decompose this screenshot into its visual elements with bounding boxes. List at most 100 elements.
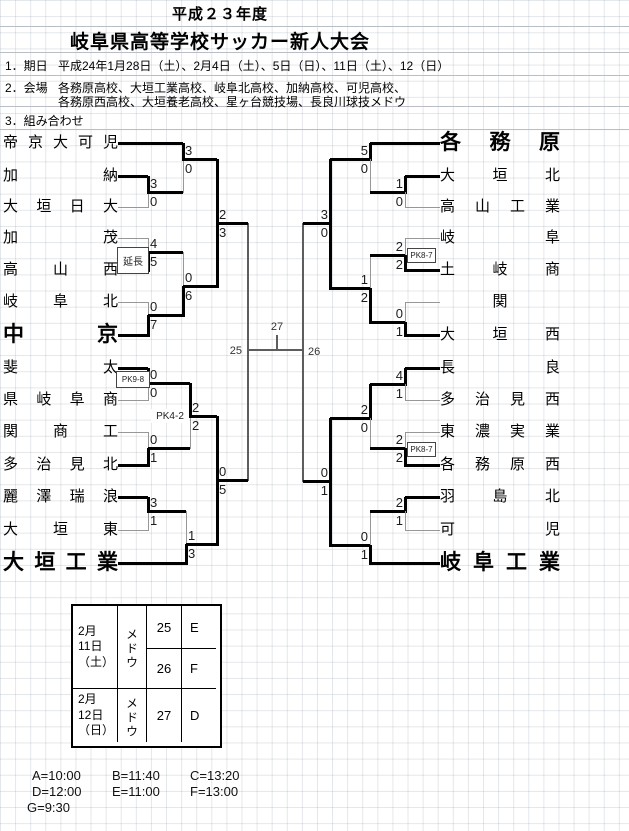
team-name: 関 <box>440 292 560 312</box>
match-score-top: 0 <box>150 299 158 314</box>
bracket-line <box>148 447 190 450</box>
info-item2-text-line1: 各務原高校、大垣工業高校、岐阜北高校、加納高校、可児高校、 <box>58 81 407 95</box>
team-name-char: 業 <box>544 198 560 215</box>
team-name-char: 商 <box>102 391 118 408</box>
team-name-char: 多 <box>440 391 456 408</box>
team-name-char: 見 <box>509 391 525 408</box>
team-name: 土岐商 <box>440 260 560 280</box>
team-name-char: 見 <box>69 456 85 473</box>
header-separator <box>0 129 629 130</box>
bracket-line <box>303 222 330 225</box>
bracket-line <box>247 223 249 481</box>
match-score-top: 0 <box>219 464 227 479</box>
bracket-line <box>148 191 183 194</box>
team-name-char: 澤 <box>36 488 52 505</box>
team-name-char: 岐 <box>36 391 52 408</box>
match-score-bottom: 5 <box>219 482 227 497</box>
bracket-line <box>405 464 440 467</box>
bracket-line <box>148 383 149 401</box>
team-name-char: 治 <box>474 391 490 408</box>
team-name-char: 加 <box>3 167 19 184</box>
bracket-line <box>118 562 186 565</box>
match-number-final: 27 <box>270 321 284 333</box>
team-name: 大垣東 <box>3 520 118 540</box>
team-name-char: 日 <box>69 198 85 215</box>
bracket-line <box>405 511 406 531</box>
team-name-char: 北 <box>102 293 118 310</box>
team-name: 中京 <box>3 323 118 347</box>
match-score-bottom: 0 <box>395 194 403 209</box>
match-note: PK8-7 <box>407 248 436 263</box>
bracket-line <box>330 158 370 161</box>
team-name-char: 加 <box>3 229 19 246</box>
team-name: 高山西 <box>3 260 118 280</box>
bracket-line <box>182 286 185 317</box>
team-name: 多治見西 <box>440 390 560 410</box>
schedule-venue-2: メドウ <box>117 688 146 742</box>
team-name-char: 大 <box>102 198 118 215</box>
bracket-line <box>330 287 370 290</box>
bracket-line <box>183 158 217 161</box>
bracket-line <box>405 302 440 303</box>
team-name-char: 原 <box>539 131 560 154</box>
team-name-char: 北 <box>102 456 118 473</box>
team-name-char: 土 <box>440 261 456 278</box>
bracket-line <box>405 530 440 531</box>
team-name: 各務原 <box>440 131 560 155</box>
team-name-char: 業 <box>96 551 118 574</box>
bracket-line <box>118 238 148 239</box>
match-score-top: 0 <box>185 270 193 285</box>
team-name-char: 茂 <box>102 229 118 246</box>
bracket-line <box>369 288 372 324</box>
team-name-char: 高 <box>3 261 19 278</box>
team-name-char: 大 <box>52 134 68 151</box>
team-name-char: 阜 <box>69 391 85 408</box>
bracket-line <box>370 510 405 513</box>
team-name-char: 大 <box>440 167 456 184</box>
team-name-char: 京 <box>97 323 118 346</box>
team-name-char: 可 <box>77 134 93 151</box>
info-item1-label: 1．期日 <box>5 59 48 73</box>
bracket-line <box>217 222 248 225</box>
bracket-line <box>147 448 150 467</box>
match-score-top: 4 <box>395 368 403 383</box>
bracket-line <box>370 418 371 449</box>
bracket-line <box>405 175 440 178</box>
match-score-top: 2 <box>395 239 403 254</box>
bracket-line <box>118 400 148 401</box>
bracket-line <box>369 384 372 420</box>
team-name-char: 可 <box>440 521 456 538</box>
bracket-line <box>404 448 407 467</box>
bracket-line <box>369 143 372 161</box>
match-score-bottom: 1 <box>320 483 328 498</box>
team-name: 大垣日大 <box>3 197 118 217</box>
match-score-bottom: 7 <box>150 317 158 332</box>
team-name: 大垣北 <box>440 166 560 186</box>
bracket-line <box>405 432 440 433</box>
match-score-top: 0 <box>360 529 368 544</box>
match-note: PK8-7 <box>407 442 436 457</box>
team-name-char: 児 <box>102 134 118 151</box>
bracket-line <box>148 192 149 208</box>
team-name-char: 濃 <box>474 423 490 440</box>
bracket-line <box>405 238 406 256</box>
match-score-bottom: 0 <box>150 385 158 400</box>
bracket-line <box>370 255 371 289</box>
match-score-top: 2 <box>395 432 403 447</box>
team-name-char: 岐 <box>440 551 461 574</box>
match-score-bottom: 1 <box>150 513 158 528</box>
bracket-line <box>190 415 217 418</box>
team-name-char: 岐 <box>492 261 508 278</box>
bracket-line <box>330 417 370 420</box>
team-name-char: 県 <box>3 391 19 408</box>
match-score-top: 0 <box>150 367 158 382</box>
bracket-line <box>302 223 304 482</box>
team-name-char: 多 <box>3 456 19 473</box>
bracket-line <box>405 269 440 272</box>
bracket-line <box>118 207 148 208</box>
time-slot-d: D=12:00 <box>32 784 82 799</box>
team-name-char: 関 <box>492 293 508 310</box>
time-slot-f: F=13:00 <box>190 784 239 799</box>
match-score-bottom: 0 <box>360 161 368 176</box>
bracket-line <box>148 382 190 385</box>
